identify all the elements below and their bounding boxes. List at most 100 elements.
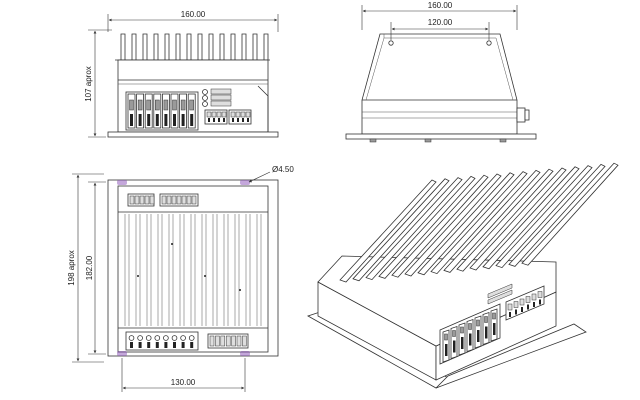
front-terminal-screw xyxy=(137,99,143,111)
iso-fin xyxy=(508,163,606,267)
front-connector-slot xyxy=(218,118,220,122)
top-view: Ø4.50 198 aprox 182.00 130.00 xyxy=(67,165,294,392)
top-small-pin xyxy=(225,335,231,347)
front-width-label: 160.00 xyxy=(181,10,206,19)
front-small-connectors xyxy=(204,109,252,125)
front-connector-pin xyxy=(211,111,217,118)
top-small-pin xyxy=(215,335,220,347)
iso-small-slot xyxy=(533,302,535,307)
iso-indicator-leds xyxy=(487,283,513,305)
front-connector-slot xyxy=(232,118,234,122)
front-connector-pin xyxy=(245,111,251,118)
front-terminal-screw xyxy=(146,99,151,111)
iso-heatsink-fins xyxy=(339,162,619,283)
iso-terminal-screw xyxy=(468,323,472,330)
top-heatsink-fins xyxy=(124,214,262,326)
front-connector-slot xyxy=(213,118,215,122)
top-width-dimension: 130.00 xyxy=(121,358,246,392)
iso-terminal-screw xyxy=(460,326,464,334)
iso-terminal-screw xyxy=(444,333,448,341)
front-terminal-screw xyxy=(155,99,160,111)
front-terminal xyxy=(144,93,153,129)
front-width-dimension: 160.00 xyxy=(107,10,279,32)
front-height-dimension: 107 aprox xyxy=(84,29,112,138)
iso-terminal-screw xyxy=(452,330,456,337)
top-connector-pin xyxy=(144,195,150,205)
top-terminal-slot xyxy=(155,342,159,348)
front-connector-slot xyxy=(242,118,244,122)
front-connector-pin xyxy=(240,111,246,118)
hole-diameter-dimension: Ø4.50 xyxy=(248,165,294,183)
front-terminal-slot xyxy=(130,114,133,126)
front-fin xyxy=(197,33,203,60)
side-base-plate xyxy=(345,133,537,140)
front-terminal xyxy=(136,93,145,129)
front-terminal-slot xyxy=(138,114,142,126)
front-terminal-slot xyxy=(173,114,176,126)
top-small-pin xyxy=(242,335,247,347)
top-terminal-screw xyxy=(154,335,161,341)
front-terminal-screw xyxy=(189,99,194,111)
top-terminal-screw xyxy=(188,335,195,341)
front-heatsink-fins xyxy=(120,33,269,60)
iso-fin xyxy=(378,175,476,279)
front-connector-slot xyxy=(247,118,249,122)
front-connector-slot xyxy=(208,118,210,122)
top-mount-slots xyxy=(117,180,250,356)
iso-small-pin xyxy=(513,301,519,308)
top-connector-pin xyxy=(191,195,197,205)
hole-diameter-label: Ø4.50 xyxy=(272,165,294,174)
top-connector-pin xyxy=(139,195,145,205)
iso-fin xyxy=(404,173,502,277)
front-connector-pin xyxy=(230,111,236,118)
iso-fin xyxy=(482,166,580,270)
front-terminal-block xyxy=(125,91,199,131)
front-fin xyxy=(219,33,225,60)
top-connector-pin xyxy=(161,195,167,205)
top-width-label: 130.00 xyxy=(171,378,196,387)
front-fin xyxy=(252,33,258,60)
top-small-pin xyxy=(231,335,236,347)
iso-fin xyxy=(391,174,489,278)
top-terminal-slot xyxy=(130,342,133,348)
top-small-pin xyxy=(209,335,215,347)
top-connector-pin xyxy=(129,195,135,205)
iso-fin xyxy=(495,165,593,269)
front-fin xyxy=(120,33,126,60)
front-fin xyxy=(131,33,137,60)
front-terminal xyxy=(170,93,179,129)
front-view: 160.00 107 aprox xyxy=(84,10,279,138)
front-fin xyxy=(230,33,236,60)
iso-fin xyxy=(430,171,528,275)
front-connector-pin xyxy=(216,111,222,118)
top-outer-height-label: 198 aprox xyxy=(67,250,76,286)
top-terminal-slot xyxy=(147,342,151,348)
iso-terminal-block xyxy=(439,285,545,365)
front-fin xyxy=(175,33,181,60)
front-terminal-screw xyxy=(129,99,134,111)
iso-terminal-slot xyxy=(469,333,472,346)
side-mount-hole-right xyxy=(486,40,492,46)
top-inner-height-dimension: 182.00 xyxy=(85,181,106,355)
iso-small-slot xyxy=(521,307,523,312)
iso-fin xyxy=(469,167,567,271)
front-terminal xyxy=(179,93,188,129)
top-connector-pin xyxy=(134,195,140,205)
front-terminal-screw xyxy=(172,99,177,111)
iso-terminal-slot xyxy=(453,340,456,353)
top-terminal-screw xyxy=(163,335,169,341)
top-terminal-screw xyxy=(171,335,178,341)
top-small-pin xyxy=(220,335,226,347)
side-hole-spacing-label: 120.00 xyxy=(428,18,453,27)
front-terminal-slot xyxy=(155,114,159,126)
iso-small-pin xyxy=(537,291,543,298)
top-connector-pin xyxy=(166,195,172,205)
iso-fin xyxy=(456,168,554,272)
top-small-pin xyxy=(236,335,242,347)
iso-fin xyxy=(521,162,619,266)
iso-terminal-slot xyxy=(493,323,496,335)
iso-fin xyxy=(365,177,463,281)
front-connector-pin xyxy=(235,111,241,118)
front-terminal xyxy=(161,93,170,129)
